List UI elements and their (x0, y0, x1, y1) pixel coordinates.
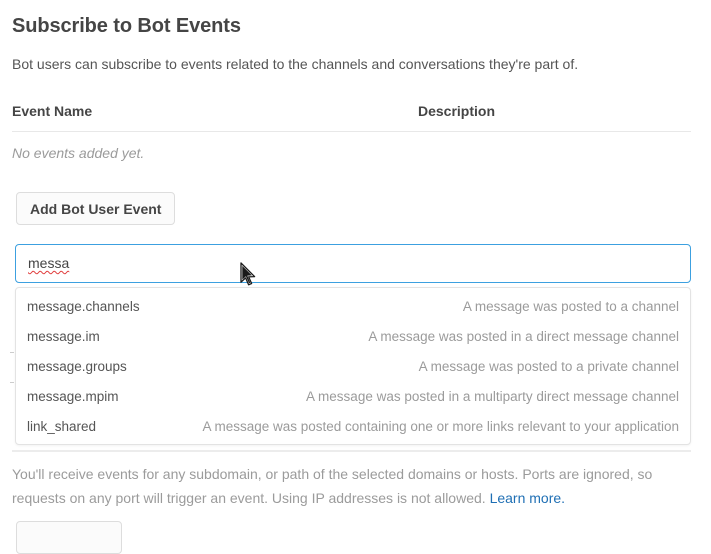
column-header-description: Description (418, 103, 496, 119)
add-bot-user-event-button[interactable]: Add Bot User Event (16, 192, 176, 225)
suggestion-name: message.im (27, 328, 100, 344)
events-table: Event Name Description No events added y… (12, 103, 691, 161)
column-header-event-name: Event Name (12, 103, 93, 119)
list-item[interactable]: message.channels A message was posted to… (16, 291, 690, 321)
suggestion-description: A message was posted containing one or m… (202, 418, 679, 434)
suggestion-name: link_shared (27, 418, 97, 434)
section-divider (12, 450, 691, 452)
footer-note-text: You'll receive events for any subdomain,… (12, 466, 653, 506)
suggestion-name: message.mpim (27, 388, 119, 404)
learn-more-link[interactable]: Learn more. (489, 490, 566, 506)
footer-note: You'll receive events for any subdomain,… (12, 462, 684, 510)
events-table-header: Event Name Description (12, 103, 691, 132)
suggestion-description: A message was posted in a direct message… (368, 328, 679, 344)
suggestion-description: A message was posted to a private channe… (418, 358, 679, 374)
suggestion-description: A message was posted in a multiparty dir… (306, 388, 679, 404)
subscribe-bot-events-page: Subscribe to Bot Events Bot users can su… (10, 15, 691, 554)
list-item[interactable]: message.im A message was posted in a dir… (16, 321, 690, 351)
suggestion-name: message.groups (27, 358, 127, 374)
suggestion-description: A message was posted to a channel (462, 298, 679, 314)
obscured-content-marker (10, 382, 14, 383)
obscured-content-marker (10, 352, 14, 353)
list-item[interactable]: link_shared A message was posted contain… (16, 411, 690, 441)
list-item[interactable]: message.groups A message was posted to a… (16, 351, 690, 381)
event-suggestions-dropdown[interactable]: message.channels A message was posted to… (15, 287, 691, 445)
page-title: Subscribe to Bot Events (12, 15, 241, 37)
suggestion-name: message.channels (27, 298, 140, 314)
footer-save-button[interactable] (16, 521, 122, 554)
page-subtitle: Bot users can subscribe to events relate… (12, 56, 579, 72)
event-search-input[interactable] (15, 244, 691, 283)
list-item[interactable]: message.mpim A message was posted in a m… (16, 381, 690, 411)
events-table-empty-message: No events added yet. (12, 145, 145, 161)
table-header-divider (12, 131, 691, 132)
